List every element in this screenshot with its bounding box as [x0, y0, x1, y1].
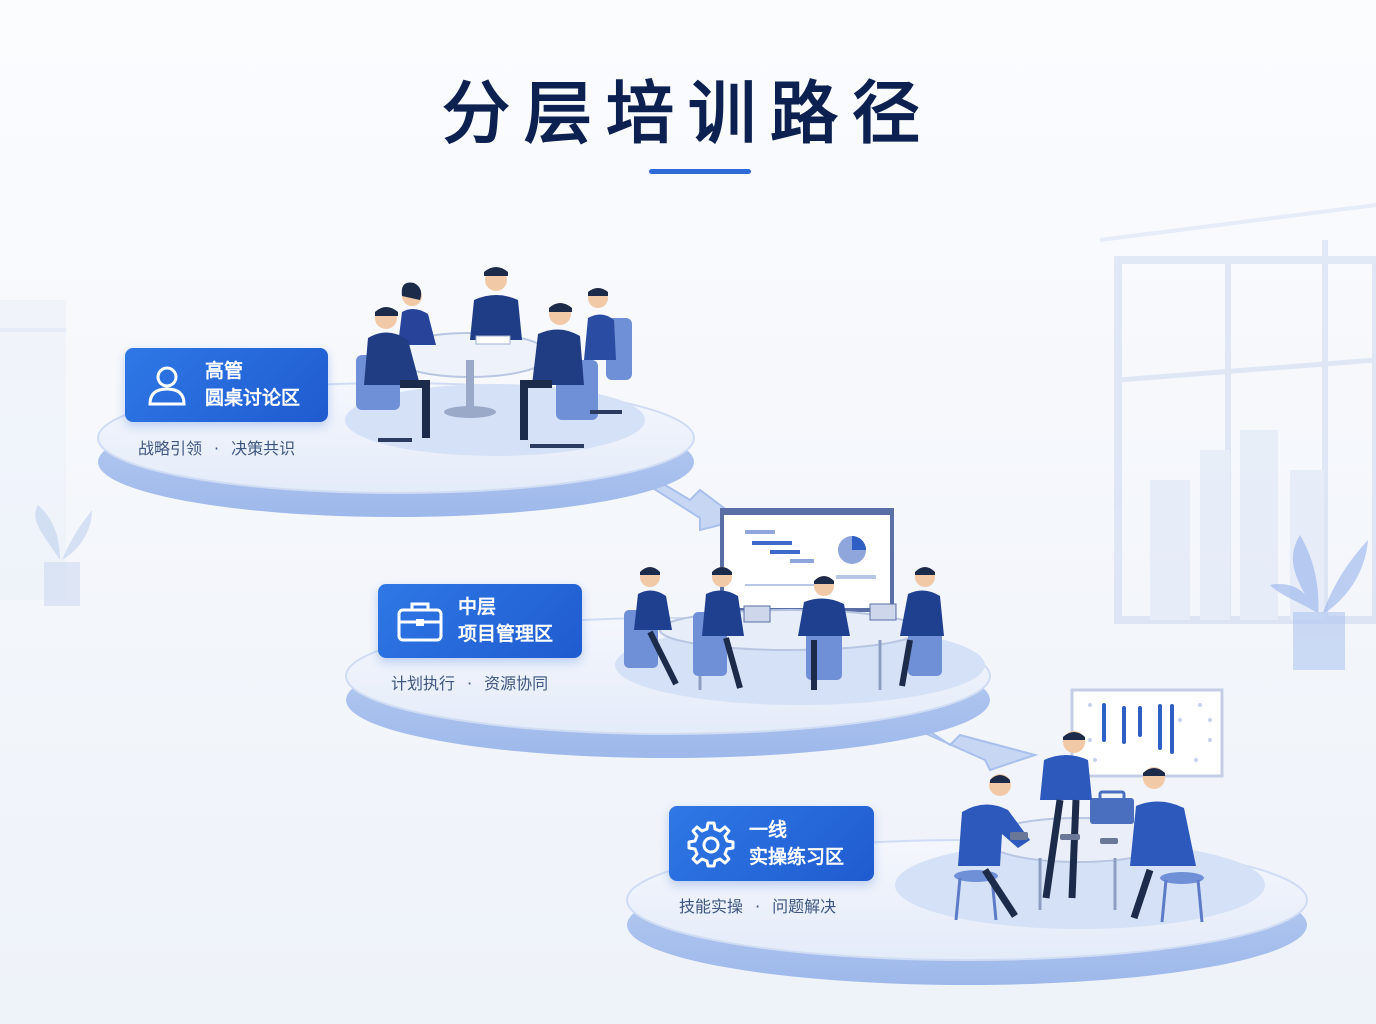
tier-level: 中层	[458, 596, 497, 618]
background-window-left	[0, 300, 66, 600]
separator: ·	[467, 674, 473, 693]
person-icon	[135, 353, 199, 417]
tier-badge-manager: 中层 项目管理区	[378, 584, 582, 658]
caption-b: 问题解决	[772, 897, 837, 916]
tier-badge-executive: 高管 圆桌讨论区	[125, 348, 328, 422]
caption-a: 技能实操	[679, 897, 744, 916]
gear-icon	[679, 812, 743, 876]
frontline-workshop	[954, 688, 1224, 923]
caption-b: 决策共识	[231, 439, 296, 458]
briefcase-icon	[388, 589, 452, 653]
separator: ·	[755, 897, 761, 916]
plant-left	[35, 505, 92, 606]
tier-level: 一线	[749, 818, 788, 841]
tier-zone: 项目管理区	[458, 623, 554, 645]
tier-badge-frontline: 一线 实操练习区	[669, 806, 874, 881]
caption-a: 计划执行	[391, 674, 456, 693]
caption-a: 战略引领	[138, 439, 203, 458]
page-title: 分层培训路径	[441, 75, 934, 154]
title-underline	[649, 169, 751, 174]
plant-right	[1270, 535, 1368, 670]
tier-zone: 实操练习区	[749, 845, 845, 868]
tier-caption-executive: 战略引领 · 决策共识	[138, 435, 295, 459]
caption-b: 资源协同	[484, 674, 549, 693]
tier-caption-manager: 计划执行 · 资源协同	[391, 670, 548, 694]
tier-caption-frontline: 技能实操 · 问题解决	[679, 893, 836, 917]
manager-meeting	[624, 508, 944, 690]
tier-level: 高管	[205, 360, 244, 382]
executive-roundtable	[356, 267, 632, 448]
background-window	[1099, 203, 1376, 624]
separator: ·	[214, 439, 220, 458]
tier-zone: 圆桌讨论区	[205, 387, 301, 409]
